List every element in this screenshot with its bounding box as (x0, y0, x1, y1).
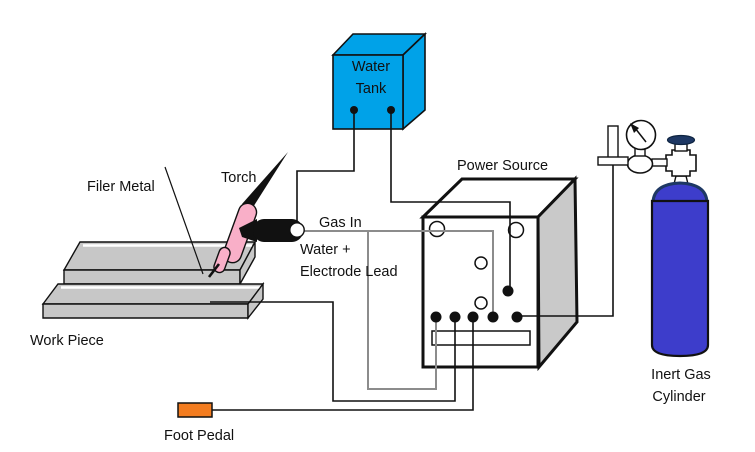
wire-pedal-to-power-source (212, 317, 474, 411)
inert-gas-label-line2: Cylinder (652, 389, 705, 405)
water-tank-label-line2: Tank (356, 81, 387, 97)
power-source-terminals (430, 285, 523, 323)
gauge-needle (634, 127, 647, 143)
power-source-dial-lower (474, 296, 488, 310)
power-source-dial-top-left (428, 220, 446, 238)
terminal-water-inlet (502, 285, 514, 297)
wire-gas-in (303, 230, 494, 315)
power-source: Power Source (419, 158, 579, 372)
filer-metal-pointer-line (164, 166, 204, 275)
torch-label: Torch (221, 170, 256, 186)
wire-workpiece-to-power-source (210, 301, 456, 402)
water-tank-label-line1: Water (352, 59, 390, 75)
torch-needle (242, 152, 288, 212)
water-tank-left-port (350, 106, 358, 114)
terminal-5 (511, 311, 523, 323)
valve-handwheel (666, 134, 696, 146)
wire-water-electrode-lead (367, 231, 437, 390)
power-source-dial-middle (474, 256, 488, 270)
wiring (210, 112, 614, 411)
outlet-tee (597, 156, 629, 166)
water-tank: Water Tank (331, 32, 427, 131)
torch-connector-port (289, 222, 305, 238)
foot-pedal: Foot Pedal (164, 402, 234, 444)
wire-tank-to-torch (296, 112, 355, 226)
wire-power-source-to-cylinder (520, 165, 614, 317)
torch-connector-barrel (253, 219, 303, 242)
torch-electrode (207, 263, 221, 278)
filer-metal-label: Filer Metal (87, 179, 155, 195)
foot-pedal-label: Foot Pedal (164, 428, 234, 444)
terminal-1 (430, 311, 442, 323)
valve-cross-body (665, 149, 697, 177)
foot-pedal-box (177, 402, 213, 418)
inert-gas-cylinder: Inert Gas Cylinder (597, 119, 711, 405)
torch-connector-cone (239, 219, 257, 242)
upper-slab-right-face (239, 241, 256, 287)
cylinder-body (650, 199, 710, 358)
water-electrode-label-line2: Electrode Lead (300, 264, 398, 280)
terminal-2 (449, 311, 461, 323)
work-piece-label: Work Piece (30, 333, 104, 349)
terminal-4 (487, 311, 499, 323)
work-piece: Work Piece (30, 241, 265, 349)
cylinder-shoulder (651, 181, 709, 204)
regulator-connector (651, 158, 668, 167)
water-electrode-label-line1: Water + (300, 242, 351, 258)
water-tank-right-port (387, 106, 395, 114)
gas-in-label: Gas In (319, 215, 362, 231)
power-source-slot (431, 330, 531, 346)
terminal-3 (467, 311, 479, 323)
lower-slab-right-face (247, 281, 264, 321)
inert-gas-label-line1: Inert Gas (651, 367, 711, 383)
gauge-needle-arrowhead (630, 123, 639, 133)
power-source-dial-top-right (507, 221, 525, 239)
power-source-label: Power Source (457, 158, 548, 174)
regulator-body (626, 154, 654, 174)
lower-slab-front-face (42, 303, 249, 319)
wire-tank-to-power-source (390, 112, 511, 290)
outlet-pipe (607, 125, 619, 160)
torch: Torch Filer Metal Gas In Water + Electro… (87, 152, 398, 280)
